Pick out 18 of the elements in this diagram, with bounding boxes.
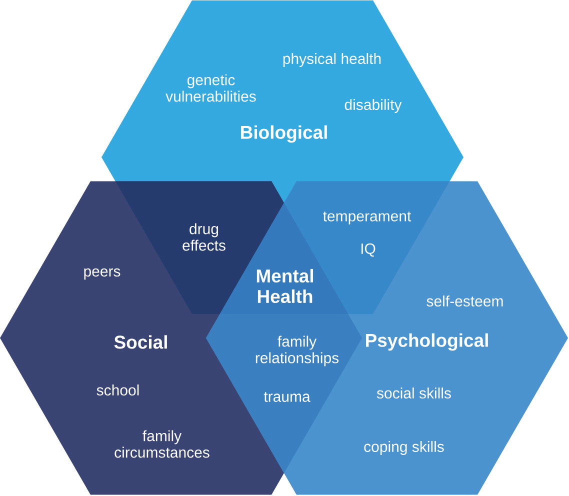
item-label: IQ (361, 243, 376, 257)
item-label: trauma (264, 392, 310, 402)
hexagon-title: Social (114, 335, 167, 349)
item-label: drug effects (182, 223, 226, 251)
hexagon-title: Biological (241, 125, 327, 143)
item-label: coping skills (364, 441, 444, 455)
item-label: disability (344, 99, 402, 113)
item-label: family circumstances (114, 430, 210, 458)
item-label: self-esteem (426, 295, 503, 306)
item-label: social skills (376, 387, 451, 398)
item-label: temperament (323, 212, 412, 224)
hexagon-title: Psychological (366, 333, 488, 351)
item-label: peers (84, 268, 120, 280)
center-title: Mental Health (256, 268, 313, 304)
item-label: genetic vulnerabilities (166, 74, 256, 102)
item-label: school (96, 384, 139, 396)
item-label: family relationships (256, 336, 339, 366)
item-label: physical health (283, 53, 381, 67)
